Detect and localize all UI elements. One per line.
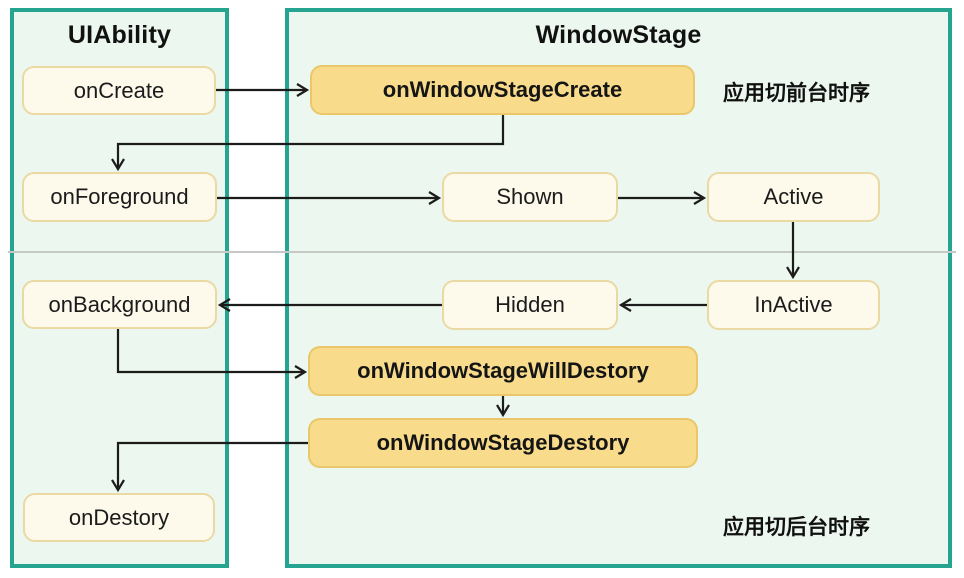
node-oncreate: onCreate xyxy=(22,66,216,115)
node-ondestory: onDestory xyxy=(23,493,215,542)
panel-title-windowstage: WindowStage xyxy=(535,21,702,49)
node-onwindowstagecreate: onWindowStageCreate xyxy=(310,65,695,115)
node-active: Active xyxy=(707,172,880,222)
node-onbackground: onBackground xyxy=(22,280,217,329)
annotation-foreground-sequence: 应用切前台时序 xyxy=(723,82,870,105)
node-hidden: Hidden xyxy=(442,280,618,330)
node-shown: Shown xyxy=(442,172,618,222)
panel-title-uiability: UIAbility xyxy=(67,21,172,49)
node-inactive: InActive xyxy=(707,280,880,330)
node-onwindowstagewilldestory: onWindowStageWillDestory xyxy=(308,346,698,396)
section-divider xyxy=(8,251,956,253)
node-onforeground: onForeground xyxy=(22,172,217,222)
node-onwindowstagedestory: onWindowStageDestory xyxy=(308,418,698,468)
annotation-background-sequence: 应用切后台时序 xyxy=(723,516,870,539)
